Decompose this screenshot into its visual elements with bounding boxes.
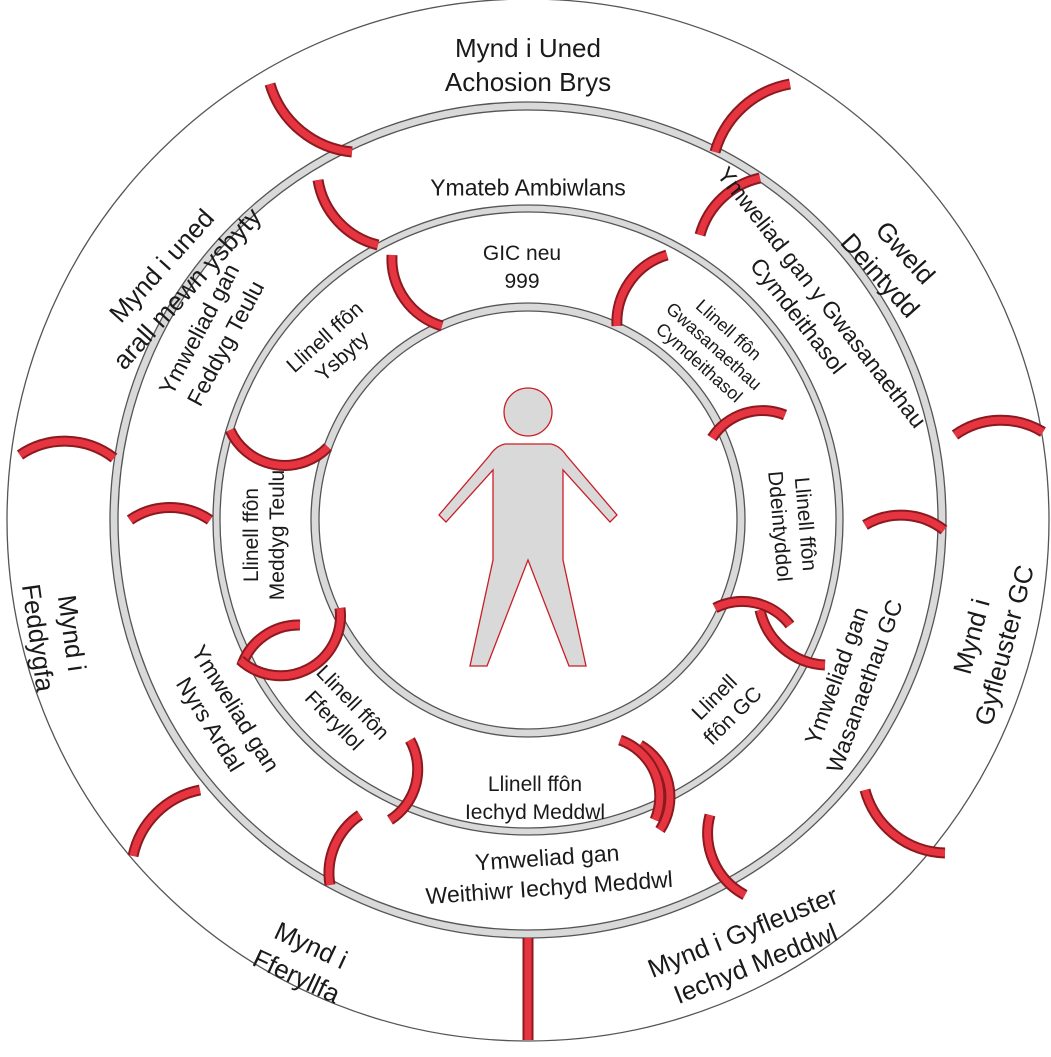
segment-divider: [952, 416, 1045, 438]
segment-divider: [709, 407, 787, 440]
segment-divider: [237, 607, 344, 680]
segment-divider: [325, 812, 363, 886]
segment-divider: [129, 786, 201, 857]
segment-divider: [226, 428, 331, 469]
segment-label-line: Mynd i Uned: [455, 33, 601, 63]
person-icon: [438, 387, 618, 667]
segment-divider: [704, 814, 747, 899]
segment-divider: [696, 174, 761, 236]
segment-divider: [756, 609, 826, 669]
segment-divider: [618, 736, 664, 822]
person-head: [503, 387, 553, 437]
segment-label-line: Ymateb Ambiwlans: [430, 175, 626, 201]
middle-ring-segment-label: Ymateb Ambiwlans: [430, 175, 626, 201]
segment-label-line: Meddyg Teulu: [266, 470, 289, 600]
inner-ring-segment-label: GIC neu 999: [483, 242, 561, 293]
segment-divider: [18, 437, 117, 461]
person-body: [438, 443, 618, 667]
segment-divider: [711, 80, 791, 153]
segment-label-line: Iechyd Meddwl: [465, 801, 605, 824]
segment-divider: [863, 511, 947, 533]
segment-label-line: 999: [504, 270, 539, 293]
segment-label-line: Llinell ffôn: [240, 488, 263, 582]
segment-divider: [388, 738, 422, 823]
segment-divider: [861, 789, 946, 857]
segment-divider: [266, 82, 353, 156]
segment-divider: [314, 179, 379, 249]
segment-divider: [388, 254, 444, 330]
segment-divider: [713, 597, 793, 628]
segment-divider: [613, 251, 669, 327]
segment-label-line: Llinell ffôn: [488, 773, 582, 796]
segment-divider: [638, 741, 674, 832]
segment-divider: [238, 621, 301, 667]
segment-label-line: GIC neu: [483, 242, 561, 265]
segment-dividers: [16, 78, 1046, 1040]
segment-divider: [128, 504, 212, 523]
segment-label-line: Achosion Brys: [445, 67, 611, 97]
